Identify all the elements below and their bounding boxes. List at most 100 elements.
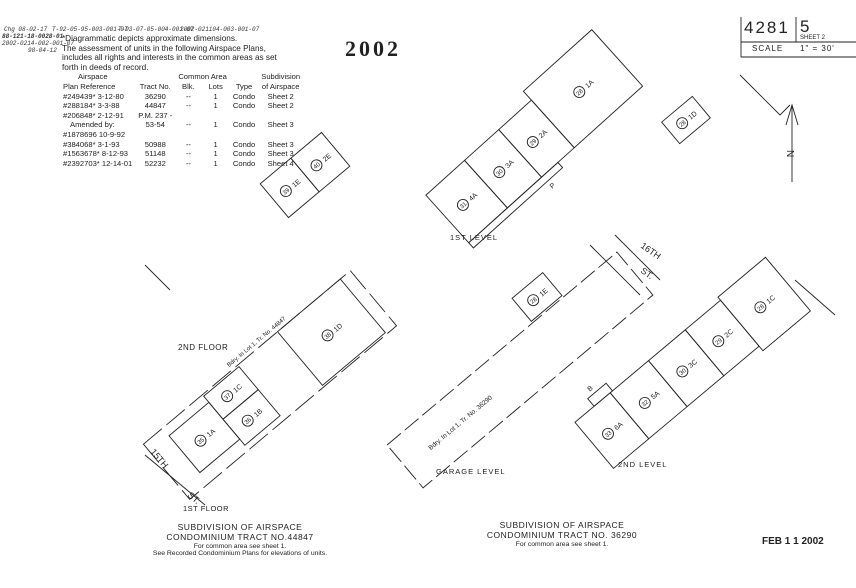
table-cell: 50988 <box>144 139 166 149</box>
unit-unit-label: 6A <box>613 421 624 432</box>
table-cell: #249439* 3-12-80 <box>63 91 124 101</box>
header-cell: Common Area <box>178 72 227 82</box>
parking-strip <box>468 161 564 249</box>
table-cell: 36290 <box>144 91 166 101</box>
table-cell: Condo <box>232 158 256 168</box>
scale-value: 1" = 30' <box>800 44 835 53</box>
table-cell: 1 <box>213 139 218 149</box>
header-cell: Type <box>235 81 253 91</box>
map-page-number: 5 <box>800 17 810 36</box>
table-cell: 52232 <box>144 158 166 168</box>
storage-box <box>587 382 614 407</box>
table-cell: 53-54 <box>145 120 165 130</box>
unit-parcel-circle <box>310 159 323 172</box>
table-cell: Condo <box>232 101 256 111</box>
table-cell: #206848* 2-12-91 <box>63 110 124 120</box>
footer-right: SUBDIVISION OF AIRSPACE CONDOMINIUM TRAC… <box>462 520 662 540</box>
unit-outline <box>717 256 812 352</box>
table-cell: Sheet 4 <box>267 158 294 168</box>
unit-parcel-circle <box>241 414 254 427</box>
sheet-number: SHEET 2 <box>800 35 825 41</box>
street-16th-label: 16TH <box>639 240 663 261</box>
table-cell: Condo <box>232 149 256 159</box>
stamp-top-2: T-93-07-05-004-001-07 <box>118 26 194 33</box>
unit-parcel-number: 28 <box>757 303 766 312</box>
unit-parcel-number: 35 <box>197 437 206 446</box>
unit-parcel-number: 29 <box>529 138 538 147</box>
storage-label: B <box>586 385 594 394</box>
unit-parcel-circle <box>712 335 725 348</box>
unit-parcel-circle <box>279 185 292 198</box>
table-cell: 51148 <box>145 149 166 159</box>
table-cell: -- <box>185 91 191 101</box>
unit-parcel-number: 36 <box>244 417 253 426</box>
table-cell: Condo <box>232 139 256 149</box>
street-16th-suffix: ST. <box>639 265 655 281</box>
unit-unit-label: 3A <box>504 159 515 170</box>
footer-left-tract: CONDOMINIUM TRACT NO.44847 <box>166 532 314 542</box>
north-label: N <box>784 150 795 157</box>
north-arrow-head-icon <box>785 103 799 126</box>
header-cell: Lots <box>208 81 223 91</box>
street-line <box>614 234 661 281</box>
notes-block: *Diagrammatic depicts approximate dimens… <box>62 25 300 168</box>
table-cell: 1 <box>213 158 218 168</box>
stamp-top-3: 2002-021104-003-001-07 <box>180 26 260 33</box>
table-cell: #1878696 10-9-92 <box>63 129 126 139</box>
table-cell: #384068* 3-1-93 <box>63 139 120 149</box>
note-diagrammatic: *Diagrammatic depicts approximate dimens… <box>62 34 238 43</box>
unit-outline <box>574 392 650 469</box>
unit-parcel-number: 28 <box>679 119 688 128</box>
table-cell: 44847 <box>144 101 166 111</box>
unit-parcel-circle <box>754 301 767 314</box>
table-cell: Sheet 3 <box>267 120 294 130</box>
unit-outline <box>168 401 241 474</box>
stamp-top-1: T-92-05-95-003-001-07 <box>52 26 128 33</box>
unit-parcel-number: 40 <box>313 161 322 170</box>
unit-parcel-circle <box>573 86 586 98</box>
table-cell: Sheet 2 <box>267 101 294 111</box>
stamp-left-1: Chg 08-02-17 <box>4 26 48 33</box>
unit-parcel-number: 32 <box>641 399 650 408</box>
unit-unit-label: 2E <box>322 153 333 164</box>
header-cell: of Airspace <box>261 81 300 91</box>
parking-label: P <box>549 182 557 191</box>
unit-parcel-circle <box>527 294 540 307</box>
header-cell: Airspace <box>78 72 108 82</box>
first-level-label: 1ST LEVEL <box>450 233 498 242</box>
unit-unit-label: 1D <box>333 323 344 334</box>
unit-parcel-number: 38 <box>324 332 333 341</box>
table-cell: Condo <box>232 91 256 101</box>
unit-unit-label: 2A <box>538 129 549 140</box>
table-cell: -- <box>185 101 191 111</box>
footer-left-elevations: See Recorded Condominium Plans for eleva… <box>152 550 328 557</box>
second-floor-label: 2ND FLOOR <box>178 343 228 352</box>
unit-outline <box>511 271 563 322</box>
unit-parcel-circle <box>676 117 689 130</box>
second-floor-boundary-note: Bdry. In Lot 1, Tr. No. 44847 <box>226 316 288 369</box>
table-row: #1878696 10-9-92 <box>60 130 303 140</box>
table-cell: 1 <box>213 149 218 159</box>
unit-parcel-circle <box>676 365 689 378</box>
table-cell: -- <box>185 149 191 159</box>
unit-parcel-number: 28 <box>576 88 585 97</box>
footer-left-title: SUBDIVISION OF AIRSPACE <box>177 522 303 532</box>
header-cell: Subdivision <box>261 72 301 82</box>
table-cell: Sheet 2 <box>267 91 294 101</box>
airspace-reference-table: Airspace Common Area Subdivision Plan Re… <box>60 72 303 168</box>
stamp-left-3: 2002-0214-002-001-07 <box>2 40 75 47</box>
street-line <box>794 279 836 316</box>
garage-boundary-note: Bdry. In Lot 1, Tr. No. 36290 <box>427 394 494 452</box>
unit-parcel-number: 39 <box>282 187 291 196</box>
unit-unit-label: 1A <box>584 79 595 90</box>
street-line <box>739 74 791 116</box>
unit-parcel-number: 31 <box>459 201 468 210</box>
garage-outline <box>386 251 654 489</box>
unit-parcel-number: 29 <box>715 337 724 346</box>
